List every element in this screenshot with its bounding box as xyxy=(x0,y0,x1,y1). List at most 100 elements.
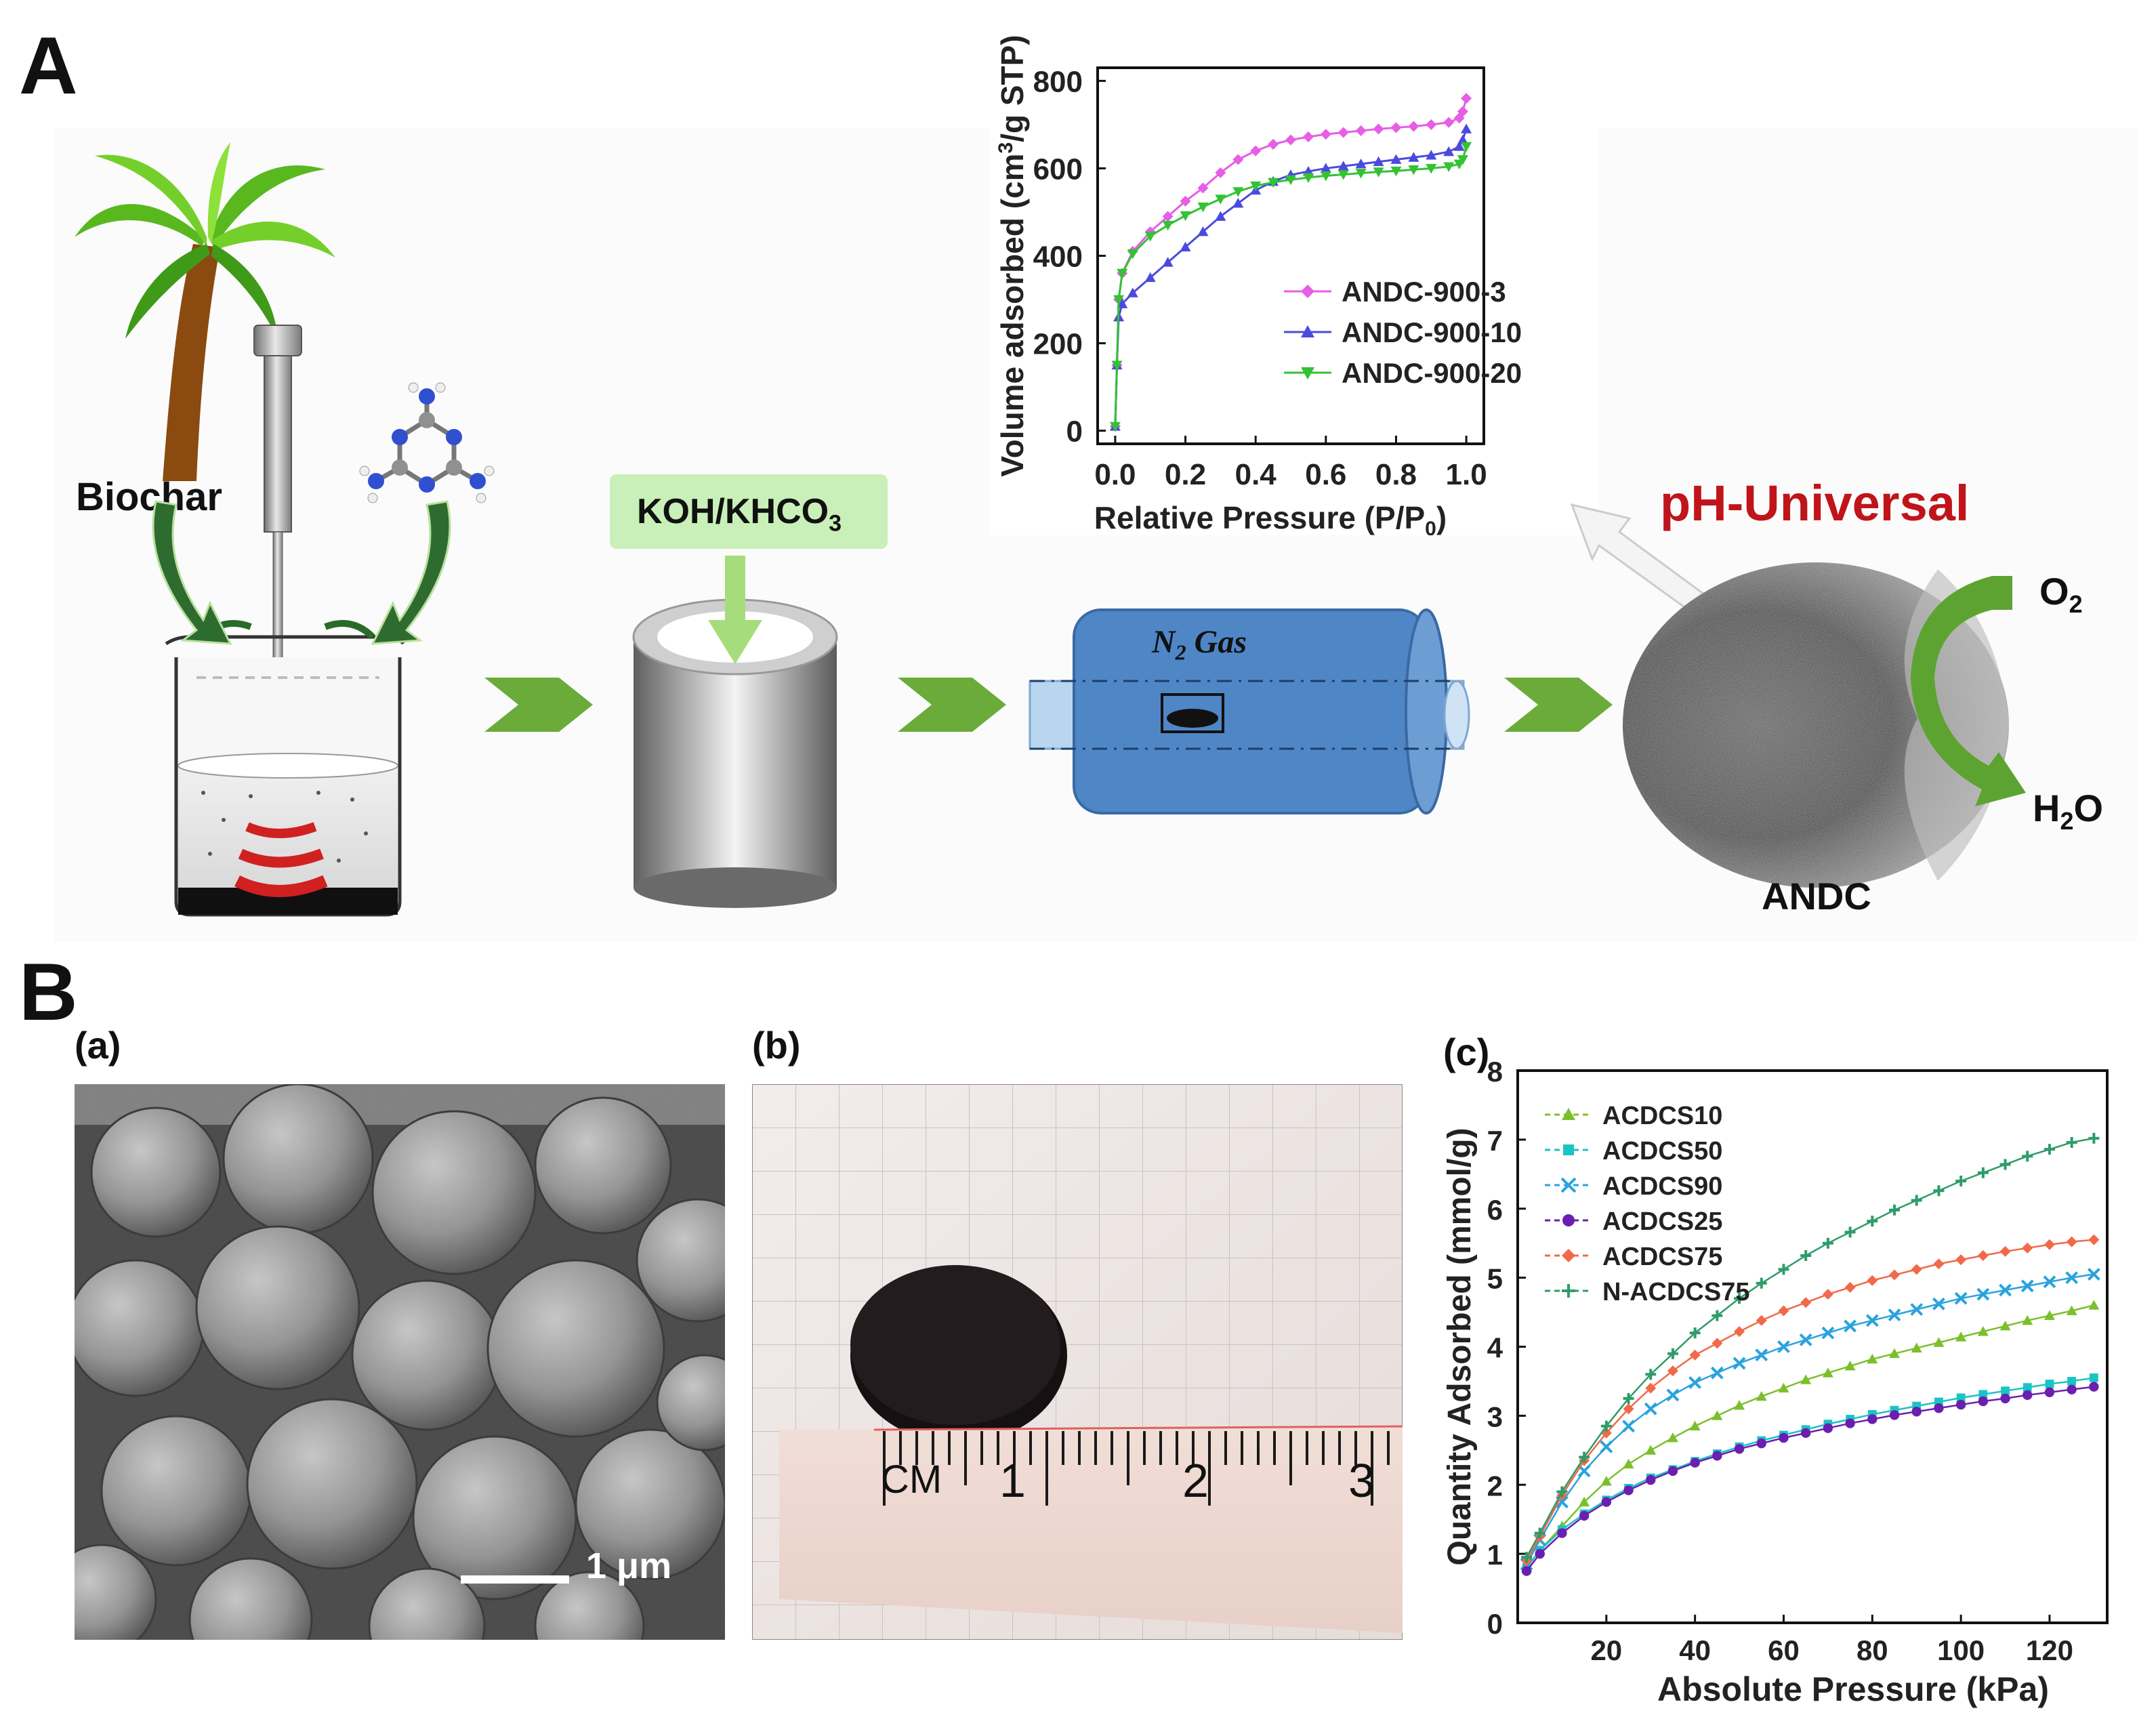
adsorption-point-N-ACDCS75 xyxy=(1534,1527,1545,1539)
adsorption-point-N-ACDCS75 xyxy=(1911,1195,1922,1206)
isotherm-legend-marker xyxy=(1301,285,1314,298)
adsorption-point-ACDCS50 xyxy=(2089,1373,2098,1382)
isotherm-point-ANDC-900-3 xyxy=(1250,145,1262,157)
adsorption-point-N-ACDCS75 xyxy=(1977,1167,1989,1178)
adsorption-point-ACDCS50 xyxy=(1956,1393,1966,1403)
adsorption-point-ACDCS25 xyxy=(1934,1403,1944,1413)
adsorption-point-ACDCS25 xyxy=(1823,1423,1833,1433)
adsorption-point-ACDCS90 xyxy=(1910,1303,1924,1316)
isotherm-point-ANDC-900-20 xyxy=(1180,211,1191,222)
isotherm-y-tick-label: 800 xyxy=(1033,65,1083,98)
process-arrow-3-icon xyxy=(1504,678,1613,732)
adsorption-point-ACDCS90 xyxy=(1644,1402,1657,1415)
process-arrow-1-icon xyxy=(484,678,593,732)
adsorption-point-ACDCS75 xyxy=(1756,1315,1767,1326)
adsorption-point-N-ACDCS75 xyxy=(1778,1264,1789,1275)
orr-reaction-arrow xyxy=(1911,576,2026,806)
adsorption-point-ACDCS90 xyxy=(1999,1283,2012,1297)
adsorption-point-N-ACDCS75 xyxy=(1867,1216,1878,1227)
adsorption-point-N-ACDCS75 xyxy=(1600,1420,1612,1432)
sub-panel-a-label: (a) xyxy=(75,1024,121,1067)
isotherm-x-tick-label: 0.6 xyxy=(1305,458,1346,491)
sub-panel-b-label: (b) xyxy=(752,1024,801,1067)
adsorption-point-ACDCS90 xyxy=(1888,1308,1901,1322)
isotherm-point-ANDC-900-3 xyxy=(1373,123,1384,135)
adsorption-point-ACDCS10 xyxy=(1734,1400,1745,1410)
isotherm-point-ANDC-900-3 xyxy=(1461,93,1472,104)
isotherm-legend-label: ANDC-900-3 xyxy=(1342,276,1506,308)
isotherm-point-ANDC-900-10 xyxy=(1337,161,1349,171)
adsorption-point-ACDCS10 xyxy=(1711,1410,1723,1420)
isotherm-point-ANDC-900-3 xyxy=(1232,154,1244,165)
isotherm-legend-label: ANDC-900-10 xyxy=(1342,316,1522,348)
adsorption-point-ACDCS25 xyxy=(1978,1396,1989,1407)
adsorption-line-ACDCS25 xyxy=(1526,1386,2094,1572)
tube-furnace xyxy=(1029,608,1470,814)
adsorption-point-ACDCS90 xyxy=(1710,1366,1724,1380)
isotherm-point-ANDC-900-3 xyxy=(1320,129,1331,140)
adsorption-point-N-ACDCS75 xyxy=(2043,1144,2055,1155)
sem-image xyxy=(75,1084,725,1640)
isotherm-point-ANDC-900-10 xyxy=(1197,226,1209,236)
isotherm-point-ANDC-900-3 xyxy=(1162,211,1174,222)
isotherm-point-ANDC-900-20 xyxy=(1457,155,1468,165)
isotherm-point-ANDC-900-20 xyxy=(1113,295,1125,306)
adsorption-point-N-ACDCS75 xyxy=(1800,1250,1812,1262)
ruler-unit-label: CM xyxy=(881,1458,942,1502)
crucible-cylinder xyxy=(632,556,838,908)
isotherm-point-ANDC-900-20 xyxy=(1162,220,1174,231)
adsorption-point-ACDCS10 xyxy=(1689,1420,1701,1431)
adsorption-point-N-ACDCS75 xyxy=(1645,1369,1657,1380)
adsorption-point-ACDCS10 xyxy=(1667,1432,1678,1443)
adsorption-point-ACDCS25 xyxy=(2089,1382,2099,1392)
panel-a-letter: A xyxy=(19,20,78,111)
isotherm-legend-marker xyxy=(1301,325,1314,337)
isotherm-point-ANDC-900-10 xyxy=(1373,156,1384,167)
adsorption-point-ACDCS25 xyxy=(2044,1387,2055,1397)
palm-tree-icon xyxy=(75,142,335,481)
isotherm-point-ANDC-900-10 xyxy=(1232,198,1244,208)
adsorption-point-ACDCS75 xyxy=(1867,1275,1878,1286)
isotherm-y-tick-label: 600 xyxy=(1033,152,1083,186)
adsorption-point-ACDCS25 xyxy=(1845,1418,1855,1428)
adsorption-point-ACDCS90 xyxy=(1755,1348,1768,1362)
adsorption-point-ACDCS75 xyxy=(2022,1242,2033,1254)
adsorption-point-ACDCS10 xyxy=(1756,1390,1767,1401)
adsorption-point-ACDCS10 xyxy=(1822,1367,1833,1378)
isotherm-point-ANDC-900-20 xyxy=(1426,164,1437,174)
adsorption-point-N-ACDCS75 xyxy=(1689,1327,1701,1339)
pellet-photo xyxy=(752,1084,1403,1640)
adsorption-point-ACDCS25 xyxy=(1579,1510,1590,1521)
adsorption-point-ACDCS90 xyxy=(1622,1420,1635,1433)
isotherm-point-ANDC-900-10 xyxy=(1180,241,1191,251)
adsorption-point-N-ACDCS75 xyxy=(1889,1204,1901,1216)
adsorption-point-N-ACDCS75 xyxy=(1556,1486,1568,1497)
adsorption-point-N-ACDCS75 xyxy=(1844,1226,1856,1238)
isotherm-point-ANDC-900-20 xyxy=(1127,249,1138,260)
adsorption-point-ACDCS90 xyxy=(1821,1326,1835,1340)
adsorption-point-ACDCS75 xyxy=(2066,1236,2077,1247)
adsorption-y-tick-label: 5 xyxy=(1487,1263,1503,1295)
adsorption-y-tick-label: 0 xyxy=(1487,1608,1503,1640)
adsorption-x-tick-label: 60 xyxy=(1768,1634,1800,1666)
isotherm-x-tick-label: 0.8 xyxy=(1375,458,1417,491)
adsorption-point-ACDCS75 xyxy=(1645,1382,1657,1394)
adsorption-legend-marker xyxy=(1562,1214,1575,1226)
adsorption-point-ACDCS10 xyxy=(1911,1342,1922,1352)
adsorption-y-tick-label: 3 xyxy=(1487,1401,1503,1432)
adsorption-point-ACDCS10 xyxy=(1867,1353,1878,1364)
sub-panel-c-label: (c) xyxy=(1443,1031,1490,1073)
adsorption-point-ACDCS10 xyxy=(1800,1374,1812,1384)
adsorption-point-ACDCS25 xyxy=(1557,1528,1567,1538)
isotherm-point-ANDC-900-20 xyxy=(1232,187,1244,197)
isotherm-point-ANDC-900-10 xyxy=(1461,123,1472,133)
adsorption-legend-label: N-ACDCS75 xyxy=(1602,1278,1749,1306)
isotherm-point-ANDC-900-20 xyxy=(1373,167,1384,178)
isotherm-y-tick-label: 400 xyxy=(1033,241,1083,274)
adsorption-point-ACDCS75 xyxy=(1711,1338,1723,1349)
isotherm-point-ANDC-900-20 xyxy=(1302,173,1314,183)
adsorption-point-ACDCS75 xyxy=(1734,1326,1745,1338)
mixing-arrows xyxy=(152,500,451,645)
isotherm-point-ANDC-900-3 xyxy=(1443,117,1455,128)
adsorption-point-ACDCS75 xyxy=(1911,1264,1922,1275)
